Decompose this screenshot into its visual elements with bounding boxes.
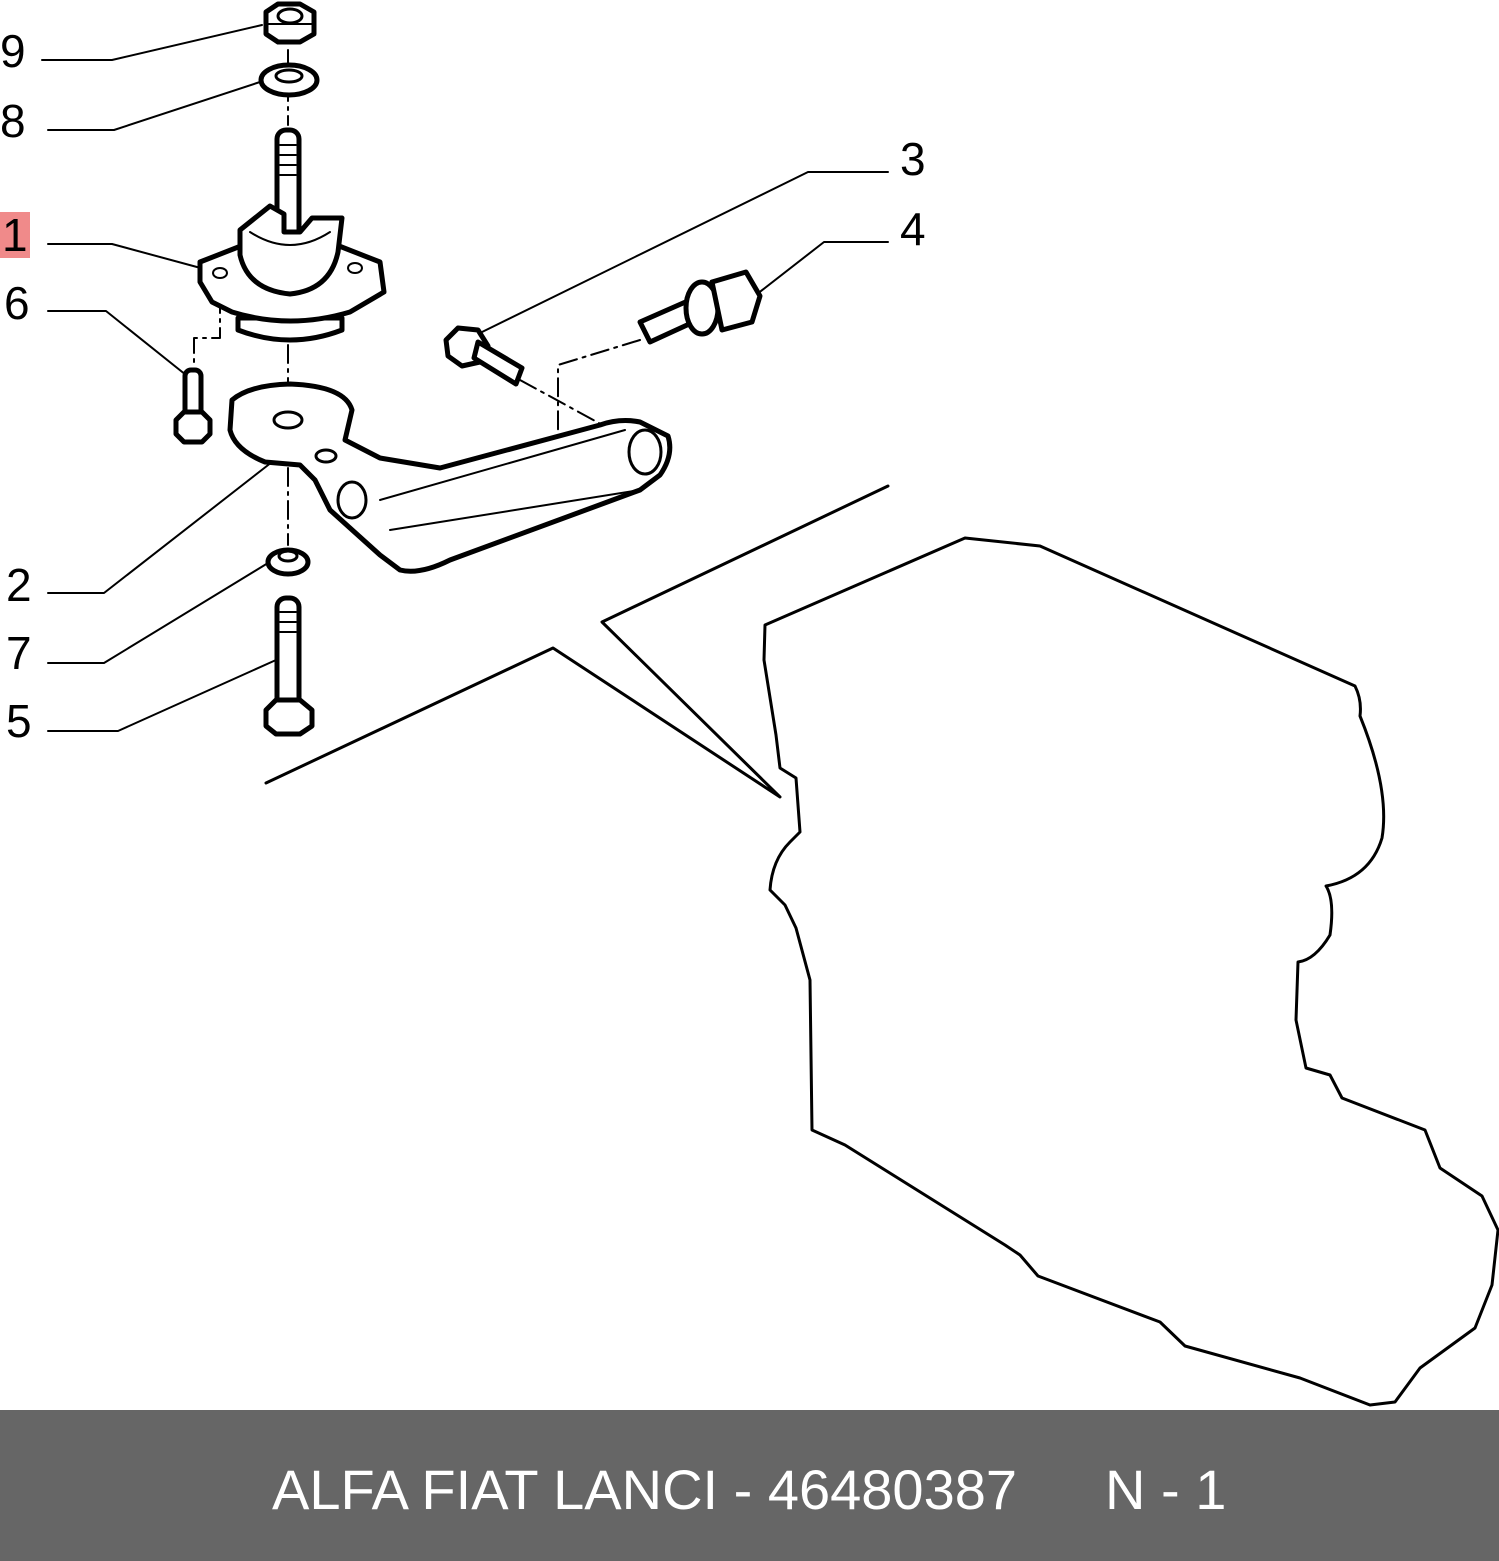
part-3-flange-bolt (443, 325, 525, 387)
part-2-bracket (227, 381, 673, 574)
callout-6: 6 (4, 277, 30, 329)
callout-7: 7 (6, 627, 32, 679)
part-6-small-bolt (173, 367, 213, 445)
part-number-text: ALFA FIAT LANCI - 46480387 (272, 1458, 1018, 1521)
exploded-parts-diagram (41, 1, 1499, 1407)
callout-2: 2 (6, 559, 32, 611)
leader-lines (41, 24, 889, 732)
reference-text: N - 1 (1105, 1458, 1227, 1521)
part-4-stud-bolt (637, 269, 763, 345)
part-5-long-bolt (263, 595, 315, 737)
callout-4: 4 (900, 203, 926, 255)
view-indicator-arrow (264, 484, 890, 799)
part-7-washer (265, 547, 311, 577)
part-9-nut (263, 1, 317, 45)
callout-1-highlighted: 1 (0, 209, 30, 261)
callout-8: 8 (0, 95, 26, 147)
engine-outline (762, 536, 1499, 1407)
callout-3: 3 (900, 133, 926, 185)
part-8-washer (258, 62, 320, 98)
part-1-engine-mount (197, 127, 387, 343)
callout-9: 9 (0, 25, 26, 77)
callout-5: 5 (6, 695, 32, 747)
footer-bar: ALFA FIAT LANCI - 46480387 N - 1 (0, 1410, 1499, 1561)
